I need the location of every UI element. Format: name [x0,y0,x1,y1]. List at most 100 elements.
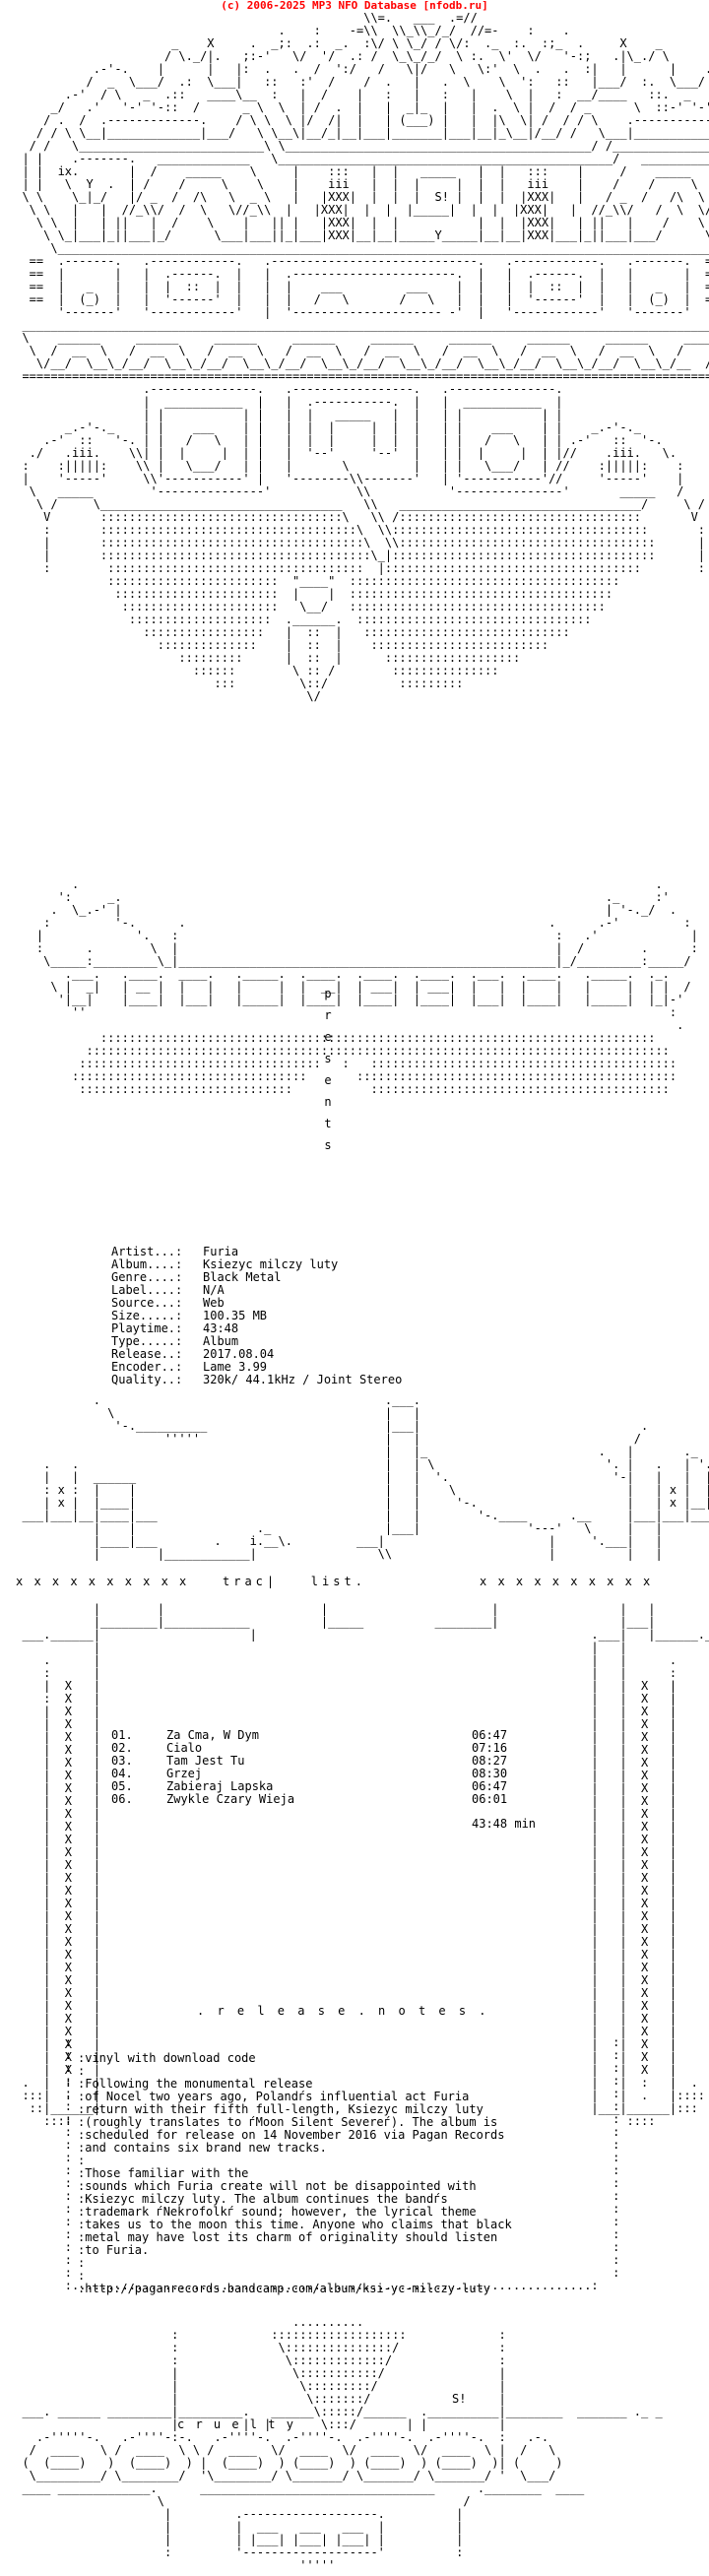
info-key: Quality..: [111,1373,183,1386]
notes-line: :(roughly translates to ѓMoon Silent Sev… [78,2115,498,2129]
presents-letter: s [324,1138,332,1152]
notes-line: :vinyl with download code [78,2051,256,2065]
notes-line: :metal may have lost its charm of origin… [78,2230,498,2244]
tracklist: 01. Za Cma, W Dym 06:47 02. Cialo 07:16 03. T… [111,1729,535,1806]
notes-line: :Those familiar with the [78,2166,249,2180]
info-value: 43:48 [203,1321,239,1335]
notes-line: :of Nocel two years ago, Polandѓs influe… [78,2090,470,2103]
presents-letter: r [324,1008,332,1022]
info-value: 320k/ 44.1kHz / Joint Stereo [203,1373,403,1386]
notes-line: : [78,2064,86,2078]
info-row-album: Album....: Ksiezyc milczy luty [111,1258,402,1271]
release-notes: :vinyl with download code : :Following t… [78,2052,629,2295]
release-notes-title: . r e l e a s e . n o t e s . [197,2004,489,2018]
notes-line: :sounds which Furia create will not be d… [78,2179,477,2193]
info-key: Label....: [111,1283,183,1297]
track-row: 02. Cialo 07:16 [111,1742,535,1755]
notes-line: :return with their fifth full-length, Ks… [78,2102,483,2116]
track-time: 08:27 [472,1754,508,1768]
track-number: 05. [111,1779,133,1793]
tracklist-frame-art: | | | | | | |________|____________ |____… [22,1602,709,2128]
info-key: Genre....: [111,1270,183,1284]
info-row-encoder: Encoder..: Lame 3.99 [111,1361,402,1374]
info-key: Album....: [111,1257,183,1271]
presents-letter: e [324,1073,332,1087]
info-key: Type.....: [111,1334,183,1348]
presents-frame-art: . . ': _. ._ :' . \_.-' | [35,877,698,1096]
info-value: N/A [203,1283,225,1297]
notes-line: : [78,2269,86,2283]
info-value: Black Metal [203,1270,282,1284]
info-value: 100.35 MB [203,1309,268,1322]
track-title: Zabieraj Lapska [166,1779,274,1793]
top-ascii-art: \\=. ___ .=// . : -=\\ \\_\\_/_/ //=- : … [22,12,709,703]
tracklist-header-art: . .___. \ | | '-.__________ |___| . [22,1393,709,1561]
info-key: Encoder..: [111,1360,183,1374]
info-row-quality: Quality..: 320k/ 44.1kHz / Joint Stereo [111,1374,402,1386]
tracklist-title: trac| list. [223,1575,366,1588]
site-header: (c) 2006-2025 MP3 NFO Database [nfodb.ru… [221,0,488,12]
notes-line: :trademark ѓNekrofolkѓ sound; however, t… [78,2205,477,2219]
info-value: 2017.08.04 [203,1347,275,1361]
track-row: 03. Tam Jest Tu 08:27 [111,1755,535,1768]
track-title: Cialo [166,1741,203,1755]
track-time: 06:47 [472,1728,508,1742]
info-value: Web [203,1296,225,1310]
release-info: Artist...: Furia Album....: Ksiezyc milc… [111,1246,402,1386]
notes-line: :Ksiezyc milczy luty. The album continue… [78,2192,448,2206]
info-key: Size.....: [111,1309,183,1322]
track-row: 04. Grzej 08:30 [111,1768,535,1780]
notes-line: :scheduled for release on 14 November 20… [78,2128,505,2142]
track-number: 02. [111,1741,133,1755]
info-value: Album [203,1334,239,1348]
info-key: Source...: [111,1296,183,1310]
info-row-genre: Genre....: Black Metal [111,1271,402,1284]
track-title: Zwykle Czary Wieja [166,1792,295,1806]
info-row-playtime: Playtime.: 43:48 [111,1322,402,1335]
notes-line: : [78,2256,86,2270]
total-playtime: 43:48 min [472,1817,537,1831]
info-row-type: Type.....: Album [111,1335,402,1348]
track-time: 06:01 [472,1792,508,1806]
presents-letter: n [324,1095,332,1109]
footer-ascii-art: .......... : ::::::::::::::::::: : : \::… [22,2315,663,2573]
info-key: Artist...: [111,1245,183,1258]
track-row: 01. Za Cma, W Dym 06:47 [111,1729,535,1742]
notes-line: :http://paganrecords.bandcamp.com/album/… [78,2282,491,2295]
track-time: 07:16 [472,1741,508,1755]
info-key: Release..: [111,1347,183,1361]
notes-line: :to Furia. [78,2243,150,2257]
info-row-artist: Artist...: Furia [111,1246,402,1258]
presents-letter: p [324,987,332,1000]
track-row: 05. Zabieraj Lapska 06:47 [111,1780,535,1793]
release-notes-frame-art: : : : : : [64,2035,620,2292]
presents-letter: e [324,1030,332,1044]
track-title: Grzej [166,1767,203,1780]
notes-line: : [78,2154,86,2167]
info-value: Ksiezyc milczy luty [203,1257,339,1271]
footer-tag: S! [452,2392,467,2406]
tracklist-left-marks: x x x x x x x x x x [16,1575,189,1588]
track-title: Tam Jest Tu [166,1754,245,1768]
footer-cruelty-word: c r u e l t y [177,2417,295,2431]
track-number: 03. [111,1754,133,1768]
info-value: Furia [203,1245,239,1258]
track-time: 08:30 [472,1767,508,1780]
presents-letter: t [324,1117,332,1130]
presents-vertical-text: p r e s e n t s [321,983,335,1156]
track-time: 06:47 [472,1779,508,1793]
presents-letter: s [324,1052,332,1065]
tracklist-right-marks: x x x x x x x x x x [480,1575,653,1588]
info-key: Playtime.: [111,1321,183,1335]
info-row-source: Source...: Web [111,1297,402,1310]
track-number: 01. [111,1728,133,1742]
notes-line: :takes us to the moon this time. Anyone … [78,2218,512,2231]
info-value: Lame 3.99 [203,1360,268,1374]
track-title: Za Cma, W Dym [166,1728,259,1742]
nfo-content: \\=. ___ .=// . : -=\\ \\_\\_/_/ //=- : … [0,12,709,2572]
info-row-release: Release..: 2017.08.04 [111,1348,402,1361]
track-number: 04. [111,1767,133,1780]
notes-line: :and contains six brand new tracks. [78,2141,327,2155]
info-row-size: Size.....: 100.35 MB [111,1310,402,1322]
